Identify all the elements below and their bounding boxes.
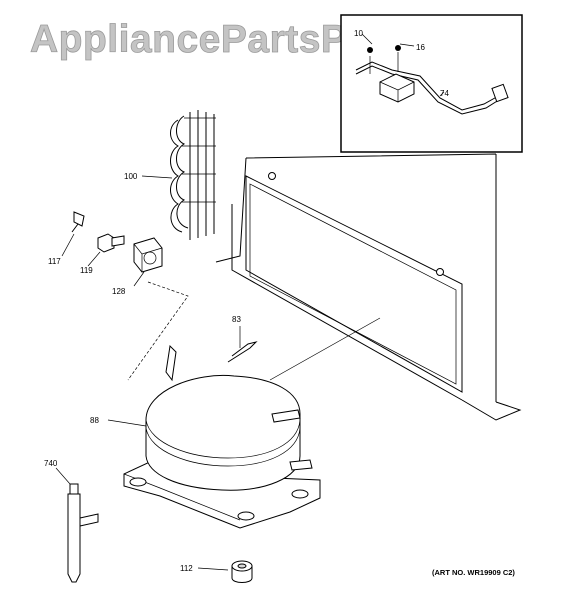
- label-100: 100: [124, 172, 138, 181]
- art-number: (ART NO. WR19909 C2): [432, 568, 515, 577]
- label-112: 112: [180, 564, 193, 573]
- wire-clip: [227, 341, 258, 363]
- label-88: 88: [90, 416, 99, 425]
- label-10: 10: [354, 29, 363, 38]
- relay-clip: [71, 211, 85, 233]
- compressor: [123, 344, 321, 529]
- label-128: 128: [112, 287, 126, 296]
- relay: [97, 233, 125, 253]
- cabinet-back: [215, 153, 522, 421]
- label-83: 83: [232, 315, 241, 324]
- inset-heater-assembly: [355, 45, 509, 115]
- label-74: 74: [440, 89, 449, 98]
- filter-dryer: [67, 483, 99, 583]
- label-117: 117: [48, 257, 61, 266]
- condenser-coil: [170, 110, 216, 240]
- label-16: 16: [416, 43, 425, 52]
- label-119: 119: [80, 266, 93, 275]
- inset-frame: [340, 14, 523, 153]
- grommet: [231, 560, 253, 583]
- overload-protector: [133, 237, 163, 273]
- label-740: 740: [44, 459, 58, 468]
- inset-box: 10 16 74: [340, 14, 523, 153]
